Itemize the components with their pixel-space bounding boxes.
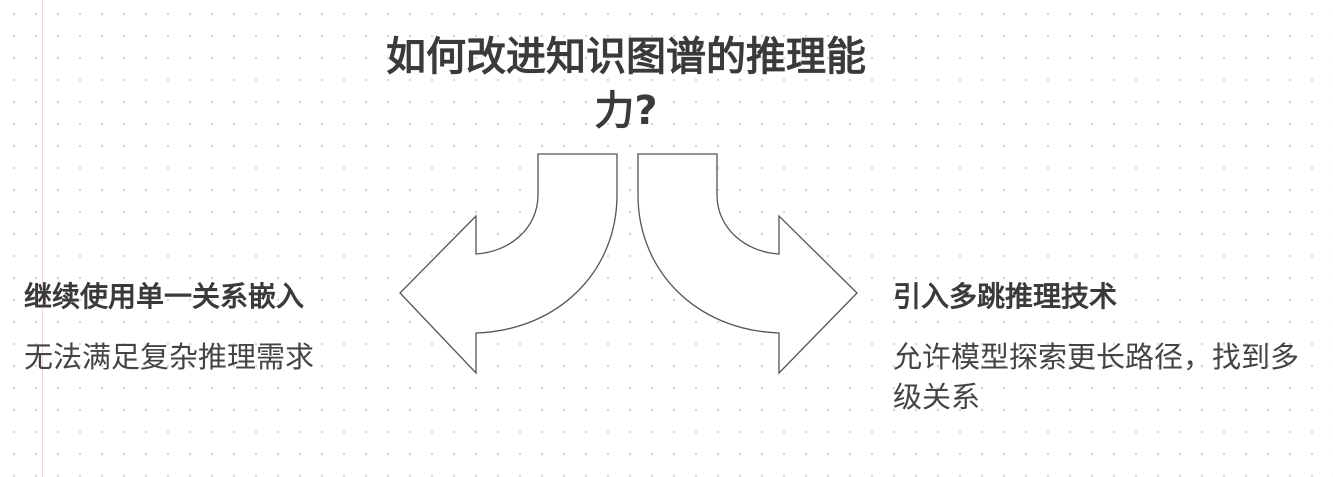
- right-branch-heading: 引入多跳推理技术: [893, 280, 1118, 313]
- left-branch-arrow: [399, 153, 618, 375]
- left-branch-description: 无法满足复杂推理需求: [24, 340, 315, 374]
- left-branch-heading: 继续使用单一关系嵌入: [24, 280, 305, 313]
- right-branch-description: 允许模型探索更长路径，找到多级关系: [893, 340, 1300, 414]
- diagram-title: 如何改进知识图谱的推理能力?: [386, 34, 866, 134]
- notebook-margin-line: [42, 0, 43, 477]
- right-branch-arrow: [637, 153, 858, 375]
